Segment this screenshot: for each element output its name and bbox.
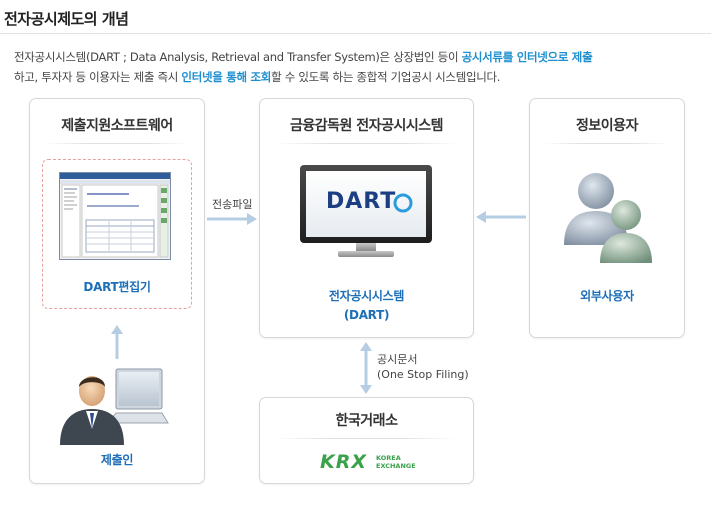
- submitter-person-icon: [60, 368, 169, 445]
- submitter-label: 제출인: [100, 453, 134, 467]
- exchange-box-divider: [274, 438, 459, 439]
- dart-editor-label: DART편집기: [83, 280, 151, 294]
- dart-editor-screenshot-icon: [59, 172, 171, 260]
- filing-label-line1: 공시문서: [377, 353, 418, 366]
- dart-system-label: 전자공시시스템 (DART): [260, 287, 473, 325]
- fss-box-title: 금융감독원 전자공시시스템: [290, 118, 443, 134]
- up-arrow-icon: [111, 325, 123, 359]
- page-title: 전자공시제도의 개념: [4, 10, 129, 28]
- users-box-divider: [544, 143, 670, 144]
- fss-box-divider: [274, 143, 459, 144]
- submit-box-title: 제출지원소프트웨어: [61, 118, 173, 134]
- users-group-icon: [564, 173, 652, 263]
- dart-system-label-line2: (DART): [343, 308, 390, 322]
- title-divider: [0, 33, 711, 34]
- intro-highlight-2: 인터넷을 통해 조회: [181, 70, 272, 84]
- exchange-box-title: 한국거래소: [335, 413, 398, 429]
- right-arrow-icon: [207, 213, 257, 225]
- krx-logo-sub-line2: EXCHANGE: [376, 462, 416, 470]
- dart-system-label-line1: 전자공시시스템: [328, 289, 405, 303]
- krx-logo: KRX KOREA EXCHANGE: [320, 449, 430, 475]
- intro-text-1: 전자공시시스템(DART ; Data Analysis, Retrieval …: [14, 50, 462, 64]
- submit-box-divider: [44, 143, 190, 144]
- intro-text-2: 하고, 투자자 등 이용자는 제출 즉시: [14, 70, 182, 84]
- dart-logo-text: DART: [326, 189, 397, 214]
- intro-paragraph: 전자공시시스템(DART ; Data Analysis, Retrieval …: [14, 47, 704, 87]
- users-box-title: 정보이용자: [576, 118, 638, 134]
- dart-editor-panel[interactable]: DART편집기: [42, 159, 192, 309]
- krx-logo-sub-line1: KOREA: [376, 454, 401, 462]
- krx-logo-main: KRX: [320, 451, 368, 473]
- filing-label-line2: (One Stop Filing): [377, 368, 469, 381]
- fss-dart-box: 금융감독원 전자공시시스템 DART 전자공시시스템 (DART): [259, 98, 474, 338]
- transfer-file-label: 전송파일: [212, 198, 253, 211]
- intro-text-3: 할 수 있도록 하는 종합적 기업공시 시스템입니다.: [271, 70, 501, 84]
- dart-monitor-icon: [300, 165, 432, 257]
- info-users-box: 정보이용자 외부사용자: [529, 98, 685, 338]
- external-user-label: 외부사용자: [580, 289, 634, 303]
- left-arrow-icon: [476, 211, 526, 223]
- intro-highlight-1: 공시서류를 인터넷으로 제출: [461, 50, 593, 64]
- double-arrow-icon: [360, 342, 372, 394]
- filing-label: 공시문서 (One Stop Filing): [377, 352, 469, 382]
- submit-support-box: 제출지원소프트웨어: [29, 98, 205, 484]
- krx-logo-sub: KOREA EXCHANGE: [376, 454, 416, 470]
- korea-exchange-box: 한국거래소 KRX KOREA EXCHANGE: [259, 397, 474, 484]
